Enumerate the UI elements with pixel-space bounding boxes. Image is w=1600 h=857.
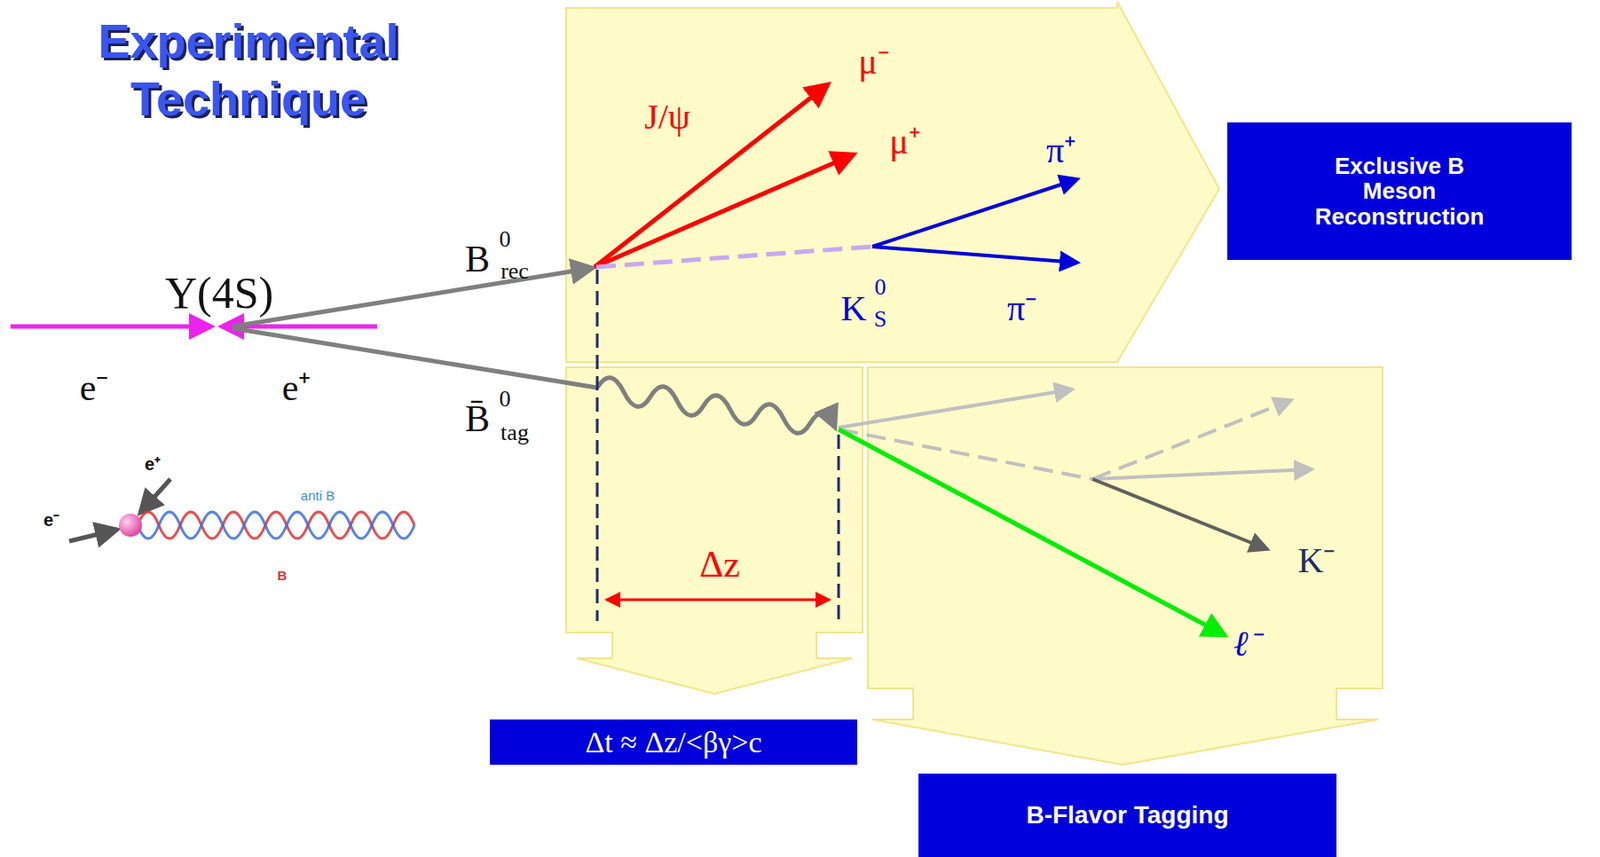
particle-label: B̄ [465,400,490,438]
result-box: Exclusive B Meson Reconstruction [1227,122,1572,261]
tag-track [1092,469,1312,480]
particle-label: π⁺ [1046,133,1077,169]
tagging-panel [867,367,1383,765]
vertex-panel [566,367,863,694]
superscript: 0 [499,387,512,411]
subscript: S [874,307,887,332]
particle-label: ℓ⁻ [1233,626,1262,663]
particle-label: μ⁺ [889,124,921,160]
electron-beam [10,324,212,330]
b-rec-track [232,267,593,327]
dimension-label: Δz [699,545,741,584]
mu-plus-track [594,154,854,268]
tag-neutral [838,429,1093,480]
particle-label: B [465,240,490,278]
superscript: 0 [874,275,887,300]
particle-label: π⁻ [1007,291,1038,327]
small-positron [140,479,171,513]
particle-label: K⁻ [1298,543,1337,579]
kaon-track [1092,479,1268,550]
lepton-track [838,429,1225,636]
small-beam-label: e⁺ [144,455,161,473]
small-meson-label: B [277,568,288,583]
particle-label: μ⁻ [858,44,890,80]
box-text: B-Flavor Tagging [1025,802,1229,830]
helix-anti-b [137,512,415,539]
small-meson-label: anti B [300,488,335,503]
beam-label: e⁺ [282,369,312,407]
vertex-line [837,434,841,622]
small-beam-label: e⁻ [43,511,60,529]
tag-track [1092,400,1292,480]
tag-track [838,389,1072,428]
formula-box: Δt ≈ Δz/<βγ>c [489,719,858,765]
mu-minus-track [594,84,828,268]
reconstruction-panel [566,1,1220,363]
particle-label: K [841,291,867,327]
pi-minus-track [872,246,1078,263]
helix-b [137,512,415,539]
collision-ball [118,513,142,537]
small-electron [69,529,118,542]
vertex-line [596,269,600,622]
box-text: Exclusive B Meson Reconstruction [1297,153,1502,230]
superscript: 0 [499,228,512,252]
particle-label: J/ψ [644,99,691,135]
result-box: B-Flavor Tagging [918,773,1337,857]
subscript: tag [500,421,529,445]
delta-z-arrow [606,599,829,602]
box-text: Δt ≈ Δz/<βγ>c [584,725,762,759]
beam-label: e⁻ [79,369,110,407]
slide-title: Experimental Technique [17,12,480,128]
subscript: rec [500,260,529,284]
ks-track [596,246,873,268]
pi-plus-track [872,179,1078,247]
b-oscillation [597,378,836,434]
particle-label: Υ(4S) [165,270,274,316]
